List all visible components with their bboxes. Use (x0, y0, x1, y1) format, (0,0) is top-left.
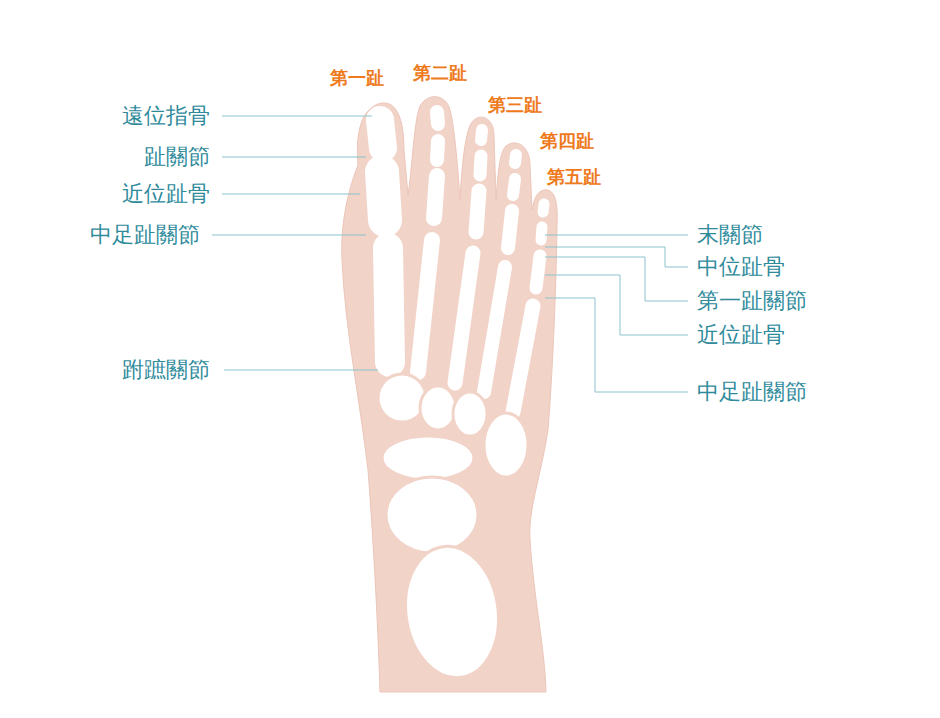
part-label: 近位趾骨 (697, 323, 785, 347)
leader-lines (212, 116, 688, 392)
part-label: 趾關節 (144, 145, 210, 169)
part-label: 中足趾關節 (697, 380, 807, 404)
part-label: 第一趾關節 (697, 289, 807, 313)
part-label: 遠位指骨 (122, 104, 210, 128)
toe-name: 第四趾 (540, 131, 594, 151)
toe-name: 第三趾 (488, 95, 542, 115)
part-label: 中足趾關節 (90, 223, 200, 247)
toe-name: 第二趾 (413, 63, 467, 83)
part-label: 跗蹠關節 (122, 358, 210, 382)
toe-name: 第一趾 (330, 68, 384, 88)
tarsal-bones (378, 374, 528, 684)
foot-bones (380, 112, 544, 412)
part-label: 末關節 (697, 223, 763, 247)
foot-skin (342, 97, 557, 692)
toe-name: 第五趾 (547, 167, 601, 187)
part-label: 中位趾骨 (697, 255, 785, 279)
part-label: 近位趾骨 (122, 182, 210, 206)
